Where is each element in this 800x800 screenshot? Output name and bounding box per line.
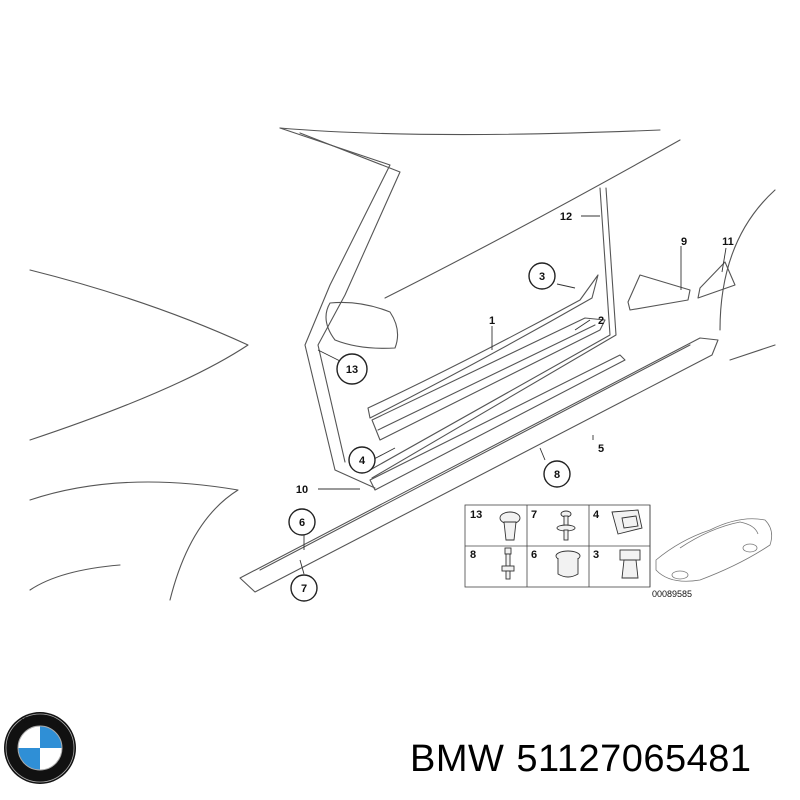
rear-fender-curve	[29, 269, 249, 441]
bracket-9	[627, 274, 691, 311]
svg-text:B: B	[19, 714, 30, 726]
callout-4: 4	[359, 455, 366, 467]
door-seal-strip	[369, 187, 611, 471]
rear-wheel-arch	[29, 481, 239, 601]
callout-8-circle	[543, 460, 571, 488]
callout-5: 5	[598, 443, 604, 455]
car-body-outline	[279, 127, 661, 136]
thumb-num-3: 3	[593, 549, 599, 561]
bmw-logo: B M W	[4, 712, 76, 784]
thumb-num-8: 8	[470, 549, 476, 561]
callout-8: 8	[554, 469, 560, 481]
lower-body-line	[29, 564, 121, 591]
part-number: 51127065481	[516, 738, 752, 780]
clip-nut-icon	[611, 509, 643, 535]
callout-3: 3	[539, 271, 545, 283]
front-wheel-arch	[729, 344, 776, 361]
callout-7: 7	[301, 583, 307, 595]
bolt-icon	[501, 547, 515, 580]
brand-label: BMW	[410, 738, 505, 780]
thumb-num-4: 4	[593, 509, 600, 521]
car-roof-line	[384, 139, 681, 299]
screw-clip-icon	[556, 510, 576, 541]
front-fender	[719, 189, 776, 331]
rocker-panel	[239, 337, 719, 593]
expanding-clip-icon	[619, 549, 641, 579]
callout-13-circle	[336, 353, 368, 385]
door-frame-outer	[279, 127, 391, 489]
callout-6-circle	[288, 508, 316, 536]
bracket-11	[697, 261, 736, 299]
entrance-sill	[371, 317, 606, 441]
grommet-icon	[555, 550, 581, 578]
part-caption: BMW 51127065481	[410, 738, 752, 781]
cover-strip	[369, 354, 626, 491]
sill-trim	[367, 274, 599, 419]
callout-9: 9	[681, 236, 687, 248]
callout-10: 10	[296, 484, 308, 496]
callout-11: 11	[722, 236, 734, 248]
fastener-grid: 13 7 4 8 6 3	[464, 504, 773, 599]
thumb-num-13: 13	[470, 509, 482, 521]
callout-4-circle	[348, 446, 376, 474]
svg-text:M: M	[36, 714, 44, 724]
thumb-num-6: 6	[531, 549, 537, 561]
door-frame-inner	[299, 132, 401, 463]
car-thumbnail	[655, 518, 773, 582]
callout-7-circle	[290, 574, 318, 602]
callout-12: 12	[560, 211, 572, 223]
thumb-num-7: 7	[531, 509, 537, 521]
push-rivet-icon	[499, 511, 521, 541]
callout-6: 6	[299, 517, 305, 529]
callout-3-circle	[528, 262, 556, 290]
callout-2: 2	[598, 315, 604, 327]
side-mirror	[325, 301, 399, 349]
callout-13: 13	[346, 364, 358, 376]
callout-1: 1	[489, 315, 495, 327]
drawing-code: 00089585	[652, 589, 692, 599]
